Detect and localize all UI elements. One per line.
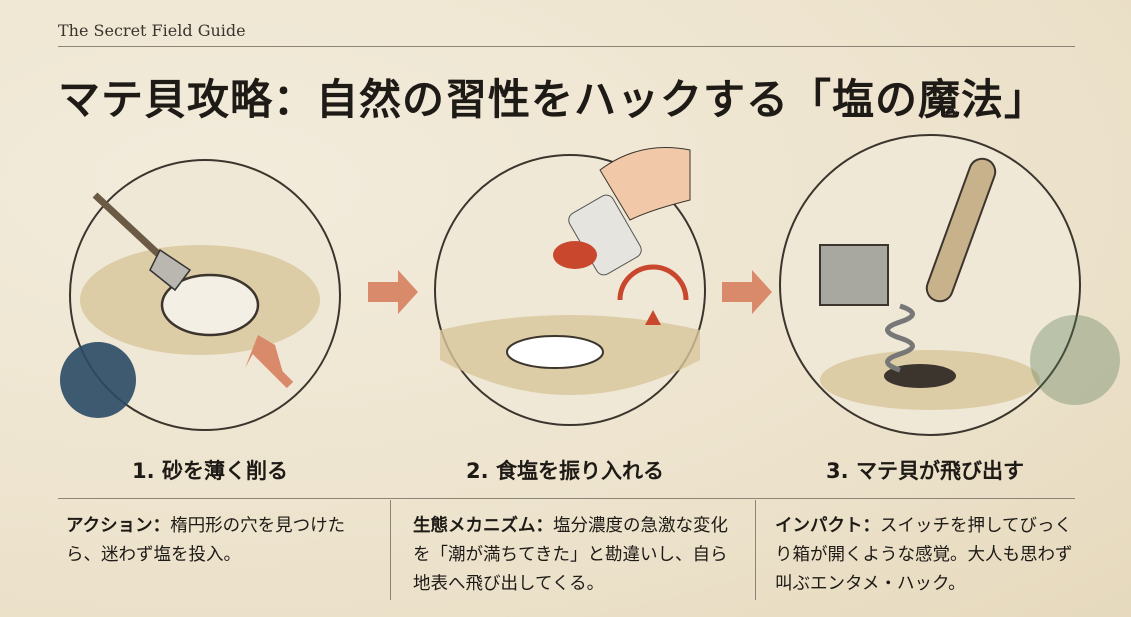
step1-illustration [60, 159, 341, 431]
desc-lead: インパクト： [775, 516, 880, 536]
desc-body: スイッチを押してびっくり箱が開くような感覚。大人も思わず叫ぶエンタメ・ハック。 [775, 516, 1073, 594]
desc-lead: 生態メカニズム： [413, 516, 553, 536]
step2-illustration [434, 147, 706, 426]
desc-lead: アクション： [66, 516, 171, 536]
column-divider [390, 500, 391, 600]
desc-body: 塩分濃度の急激な変化を「潮が満ちてきた」と勘違いし、自ら地表へ飛び出してくる。 [413, 516, 728, 594]
section-divider [58, 498, 1075, 499]
brand-label: The Secret Field Guide [58, 21, 246, 40]
header-divider [58, 46, 1075, 47]
arrow-icon [722, 270, 772, 314]
page-title: マテ貝攻略：自然の習性をハックする「塩の魔法」 [58, 75, 1048, 124]
step-3-label: 3. マテ貝が飛び出す [826, 459, 1024, 483]
desc-body: 楕円形の穴を見つけたら、迷わず塩を投入。 [66, 516, 346, 565]
step-1-label: 1. 砂を薄く削る [132, 459, 288, 483]
step-2-label: 2. 食塩を振り入れる [466, 459, 664, 483]
ink-stamp-icon [60, 342, 136, 418]
step-3-description: インパクト：スイッチを押してびっくり箱が開くような感覚。大人も思わず叫ぶエンタメ… [775, 512, 1085, 599]
step-2-description: 生態メカニズム：塩分濃度の急激な変化を「潮が満ちてきた」と勘違いし、自ら地表へ飛… [413, 512, 733, 599]
arrow-icon [368, 270, 418, 314]
step3-illustration [779, 134, 1120, 436]
column-divider [755, 500, 756, 600]
step-1-description: アクション：楕円形の穴を見つけたら、迷わず塩を投入。 [66, 512, 371, 570]
